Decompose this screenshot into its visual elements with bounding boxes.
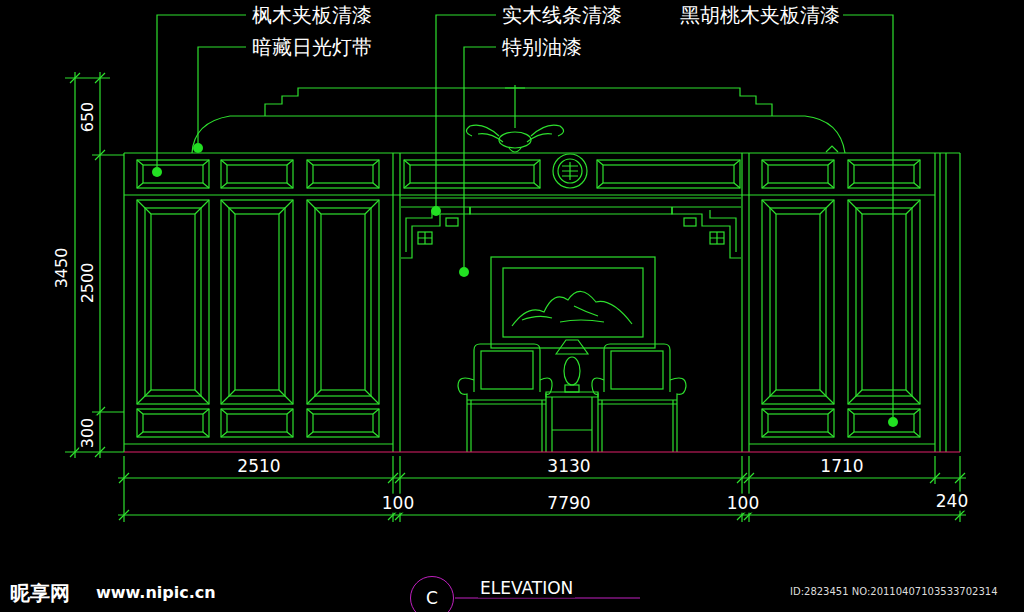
view-title: ELEVATION <box>478 579 575 598</box>
marker-letter: C <box>426 588 438 608</box>
dimension-value: 1710 <box>818 457 865 476</box>
watermark-id: ID:2823451 NO:20110407103533702314 <box>788 586 1000 597</box>
dimension-value: 240 <box>934 492 970 511</box>
dimension-value: 650 <box>79 100 97 135</box>
watermark: 昵享网 <box>8 582 72 604</box>
material-note: 暗藏日光灯带 <box>250 36 374 58</box>
dimension-value: 3450 <box>53 246 71 291</box>
dimension-value: 300 <box>79 416 97 451</box>
view-marker-circle: C <box>410 576 454 612</box>
dimension-value: 7790 <box>545 494 592 513</box>
material-note: 枫木夹板清漆 <box>250 4 374 26</box>
dimension-value: 3130 <box>545 457 592 476</box>
dimension-value: 100 <box>380 494 416 513</box>
material-note: 黑胡桃木夹板清漆 <box>678 4 842 26</box>
dimension-value: 2510 <box>235 457 282 476</box>
dimension-value: 100 <box>725 494 761 513</box>
dimension-value: 2500 <box>79 261 97 306</box>
watermark: www.nipic.cn <box>94 584 218 602</box>
material-note: 特别油漆 <box>500 36 584 58</box>
material-note: 实木线条清漆 <box>500 4 624 26</box>
